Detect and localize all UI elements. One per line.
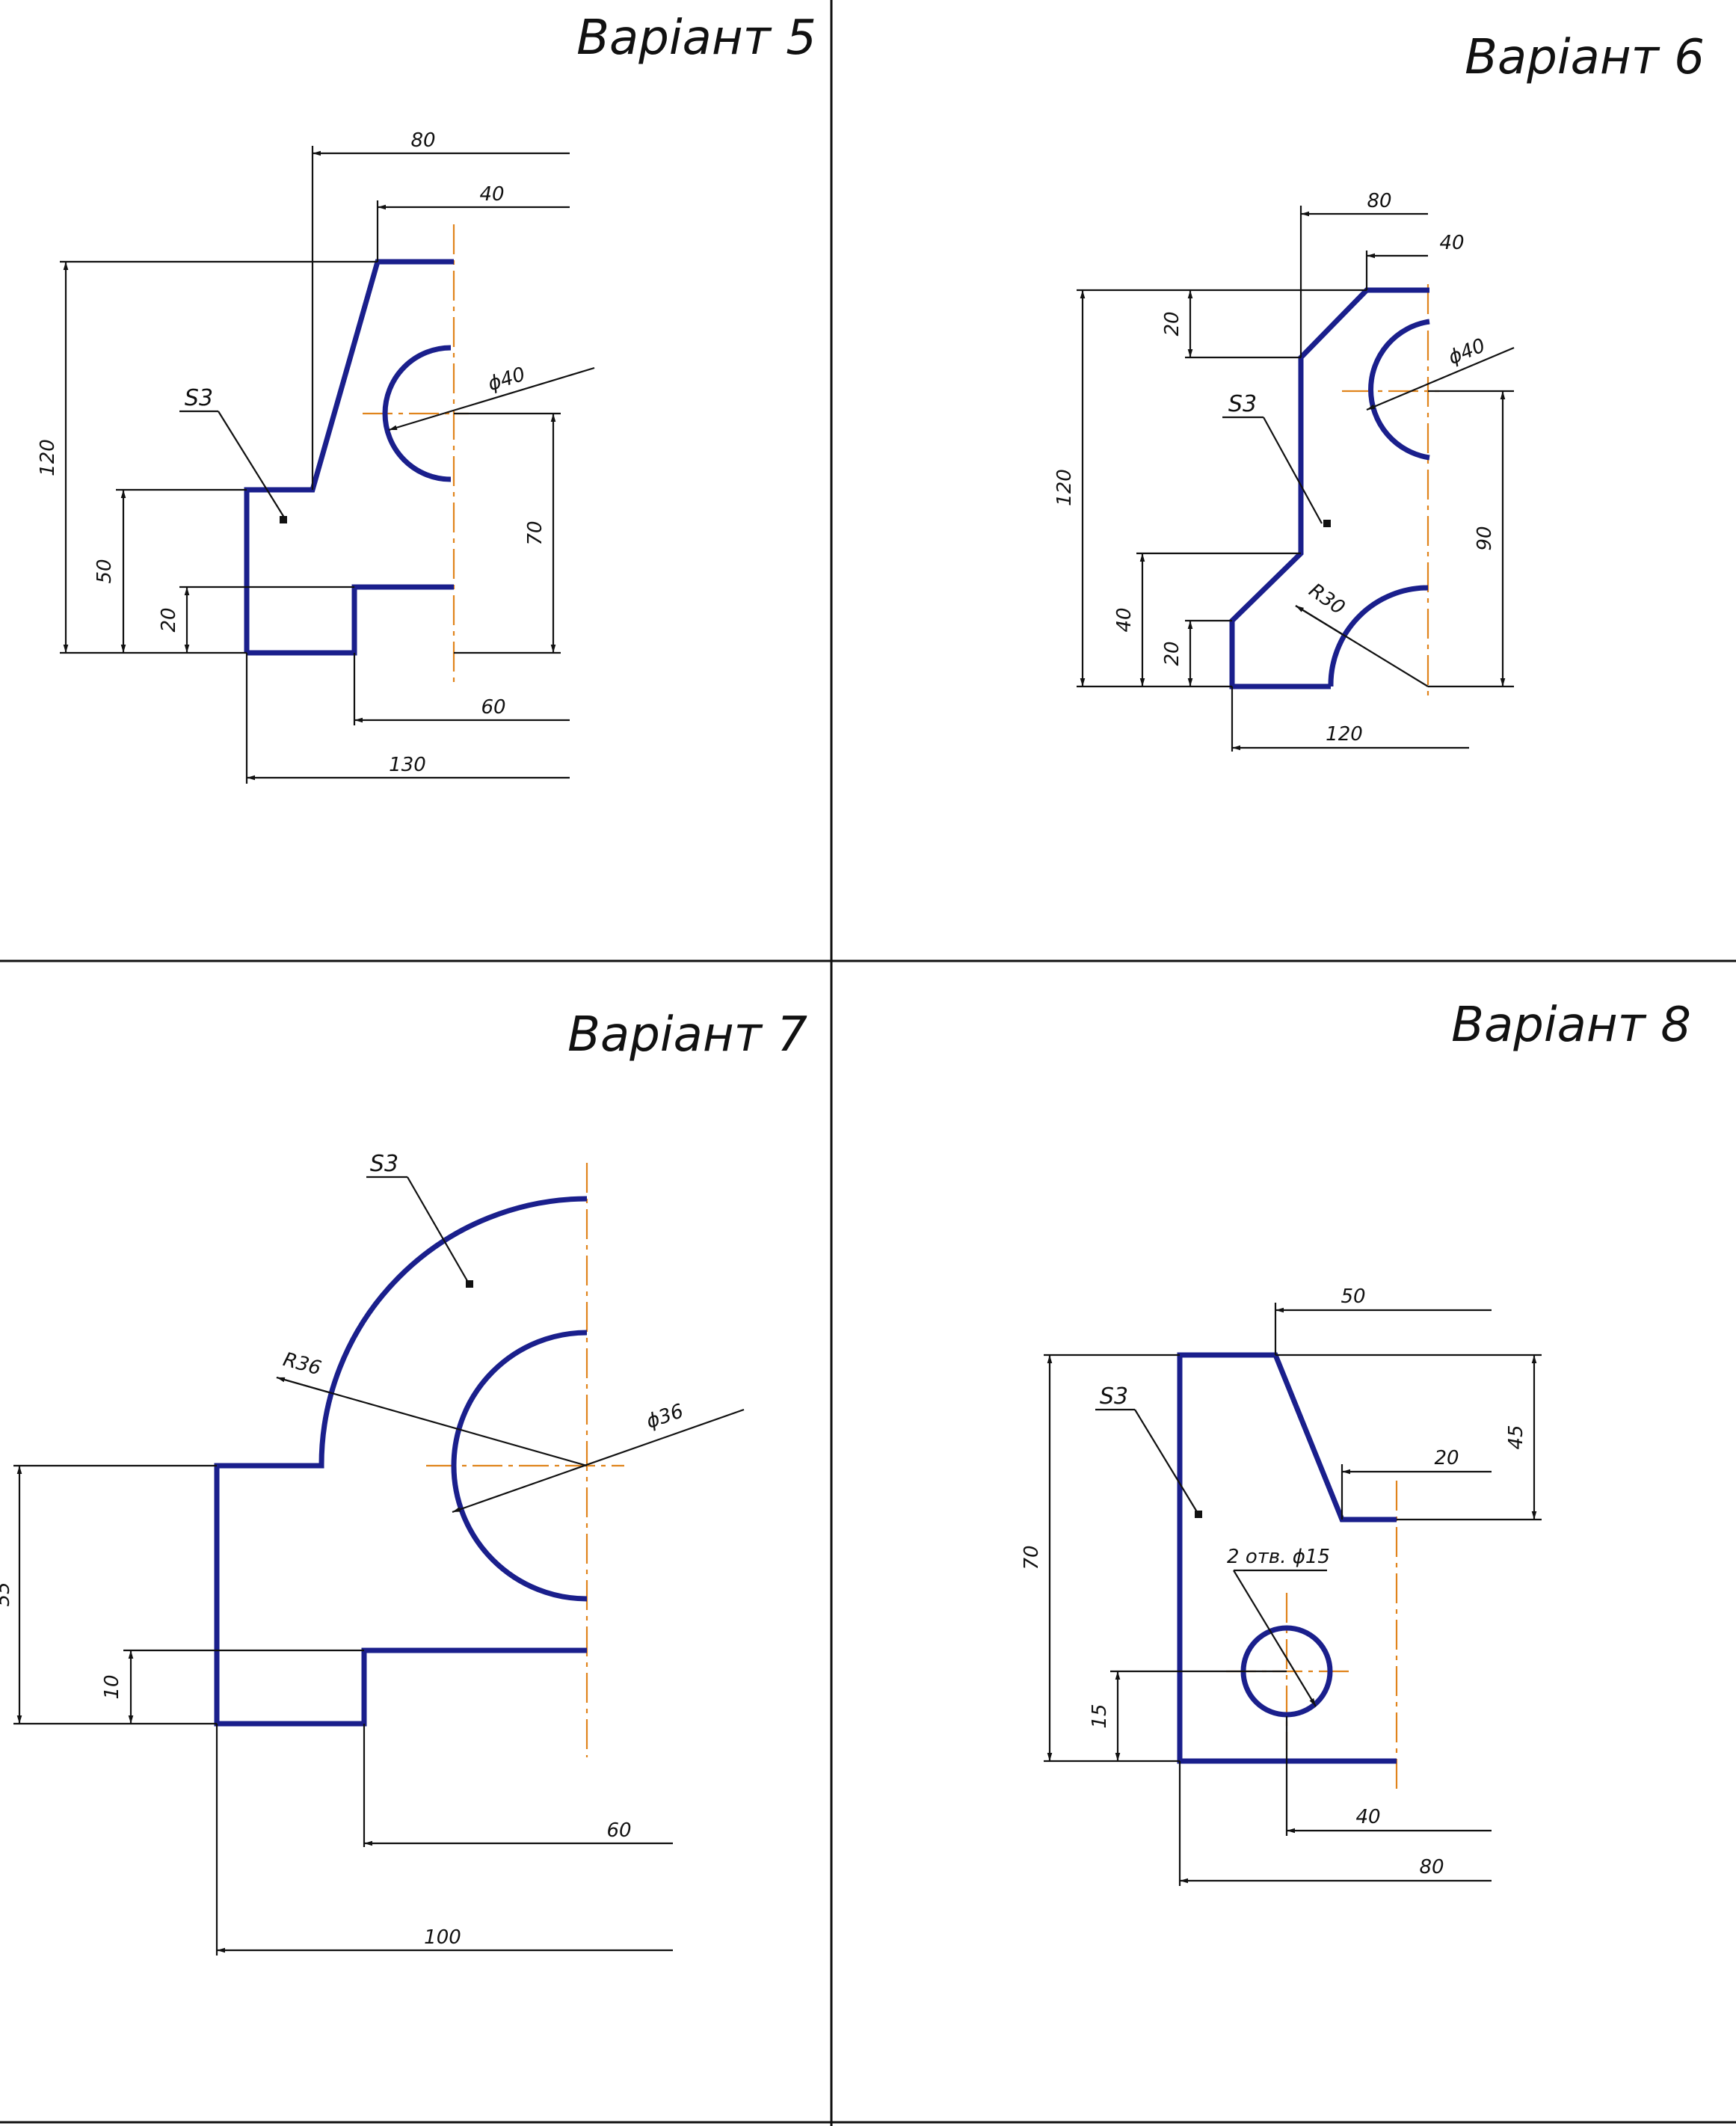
variant-8-title: Варіант 8: [1451, 998, 1691, 1053]
variant-6-dim-120-horizontal: 120: [1326, 723, 1363, 746]
variant-7-dim-10: 10: [101, 1674, 123, 1699]
variant-5-surface-marker: [280, 516, 287, 523]
variant-5-dim-50: 50: [93, 559, 116, 583]
variant-5-dim-20: 20: [158, 607, 180, 632]
variant-7-dim-100: 100: [424, 1926, 461, 1949]
variant-7-dim-phi36: ϕ36: [644, 1400, 686, 1434]
variant-8-dim-80: 80: [1419, 1856, 1444, 1878]
variant-6-dim-90: 90: [1474, 526, 1496, 550]
variant-7-panel: Варіант 7 R36 ϕ36 55 10 60 1: [0, 1007, 807, 1956]
variant-5-dim-40: 40: [479, 183, 504, 206]
variant-6-dimension-lines: [1080, 211, 1515, 751]
variant-7-dim-60: 60: [606, 1819, 631, 1842]
variant-5-dim-130: 130: [389, 754, 426, 776]
variant-7-dim-R36: R36: [280, 1348, 323, 1380]
variant-5-surface-label: S3: [185, 385, 213, 411]
variant-8-dim-50: 50: [1341, 1285, 1365, 1308]
variant-6-dim-20-bottom: 20: [1161, 641, 1184, 666]
variant-8-dim-holes: 2 отв. ϕ15: [1227, 1546, 1330, 1568]
variant-6-dim-80: 80: [1367, 190, 1391, 212]
variant-8-dimension-lines: [1047, 1307, 1537, 1884]
variant-8-dim-20: 20: [1434, 1447, 1459, 1469]
variant-6-dim-40: 40: [1113, 607, 1136, 632]
variant-7-surface-marker: [466, 1280, 473, 1288]
variant-7-surface-label: S3: [370, 1151, 398, 1177]
variant-7-dim-55: 55: [0, 1582, 14, 1606]
variant-6-title: Варіант 6: [1465, 30, 1705, 85]
variant-5-panel: Варіант 5: [37, 10, 816, 784]
variant-7-contour: [214, 1196, 588, 1727]
variant-5-dim-120: 120: [37, 439, 59, 476]
variant-5-contour-bottom: [247, 584, 454, 656]
variant-6-semicircle-hole: [1368, 319, 1430, 461]
variant-6-dim-120-vertical: 120: [1053, 469, 1076, 506]
variant-6-surface-marker: [1323, 520, 1331, 527]
variant-5-dimension-lines: [63, 150, 595, 781]
variant-8-panel: Варіант 8: [1021, 998, 1691, 1886]
variant-8-extension-lines: [1044, 1303, 1542, 1886]
variant-7-semicircle-hole: [451, 1330, 588, 1602]
variant-6-corner-arc: [1328, 585, 1429, 687]
variant-8-dim-15: 15: [1089, 1703, 1111, 1728]
variant-5-dim-70: 70: [524, 520, 547, 545]
variant-7-dimension-lines: [16, 1176, 745, 1953]
variant-5-dim-80: 80: [410, 129, 435, 152]
variant-8-surface-marker: [1195, 1511, 1202, 1518]
variant-8-dim-45: 45: [1505, 1425, 1527, 1449]
variant-8-dim-40: 40: [1355, 1806, 1380, 1828]
variant-5-title: Варіант 5: [576, 10, 816, 66]
variant-8-surface-label: S3: [1100, 1383, 1128, 1410]
variant-7-extension-lines: [13, 1464, 366, 1956]
variant-7-title: Варіант 7: [567, 1007, 807, 1063]
variant-5-extension-lines: [60, 146, 561, 784]
variant-6-dim-40: 40: [1439, 232, 1464, 254]
variant-6-dim-20-top: 20: [1161, 311, 1184, 336]
variant-6-extension-lines: [1077, 206, 1514, 752]
variant-6-panel: Варіант 6: [1053, 30, 1705, 752]
variant-8-dim-70: 70: [1021, 1545, 1043, 1570]
variant-6-dim-phi40: ϕ40: [1445, 334, 1489, 369]
variant-8-contour: [1177, 1352, 1397, 1764]
variant-5-semicircle-hole: [382, 345, 452, 482]
variant-5-dim-60: 60: [481, 696, 505, 719]
variant-5-contour: [244, 259, 454, 653]
variant-6-surface-label: S3: [1228, 391, 1257, 417]
variant-6-dim-R30: R30: [1305, 579, 1349, 619]
